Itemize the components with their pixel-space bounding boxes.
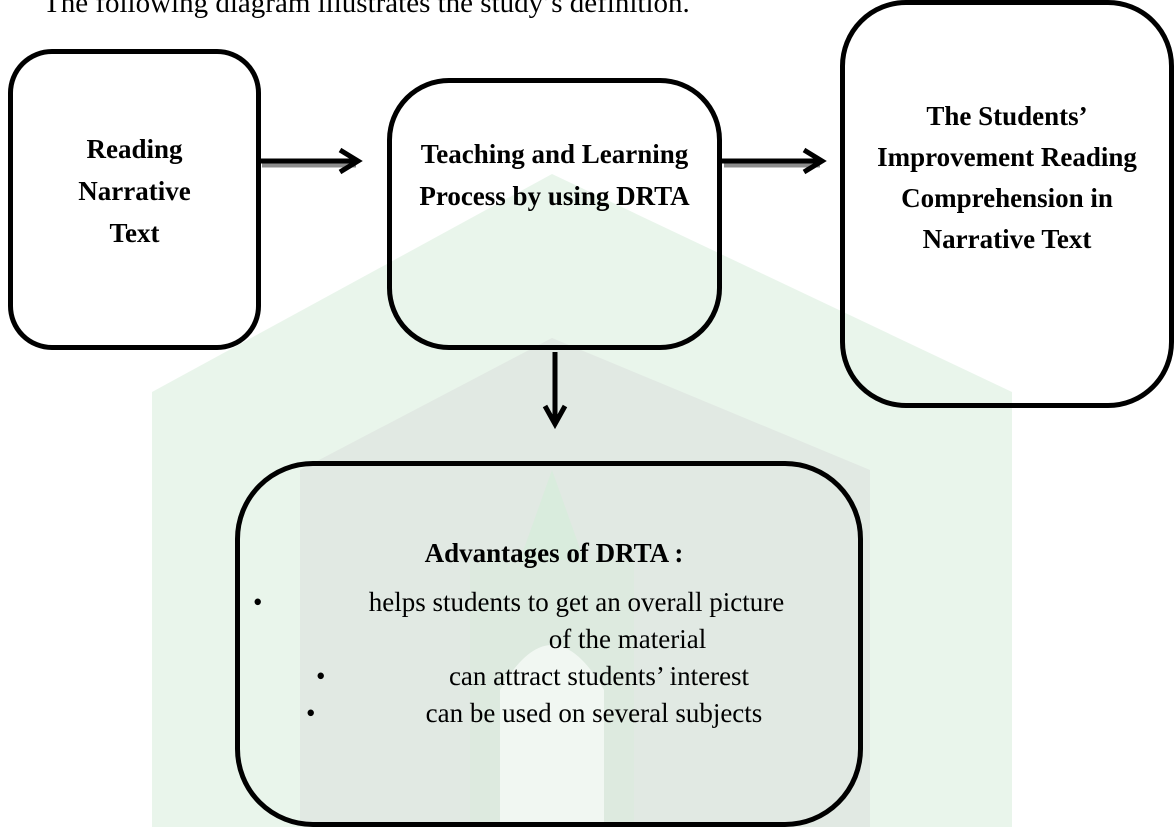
advantages-title: Advantages of DRTA : — [424, 538, 684, 568]
box-teaching-learning-process: Teaching and Learning Process by using D… — [387, 78, 722, 350]
advantage-item-text: can attract students’ interest — [448, 661, 750, 691]
advantage-item-text: helps students to get an overall picture — [368, 587, 785, 617]
box-reading-label: Reading Narrative Text — [78, 134, 191, 248]
watermark-arch — [500, 645, 604, 827]
arrow-process-to-result — [722, 147, 827, 175]
intro-text: The following diagram illustrates the st… — [43, 0, 690, 19]
box-reading-narrative-text: Reading Narrative Text — [8, 49, 261, 350]
arrow-process-to-advantages — [542, 352, 568, 430]
arrow-reading-to-process — [260, 147, 363, 175]
advantage-item-text-continued: of the material — [548, 624, 707, 654]
box-advantages-of-drta: Advantages of DRTA : • helps students to… — [235, 461, 863, 827]
advantages-list: • helps students to get an overall pictu… — [253, 584, 829, 732]
bullet-icon: • — [306, 698, 316, 728]
bullet-icon: • — [253, 587, 263, 617]
bullet-icon: • — [316, 661, 326, 691]
watermark-dome — [520, 470, 584, 560]
advantage-item: • can be used on several subjects — [269, 695, 829, 732]
advantage-item: • can attract students’ interest — [269, 658, 829, 695]
advantage-item-text: can be used on several subjects — [425, 698, 763, 728]
box-result-label: The Students’ Improvement Reading Compre… — [877, 101, 1137, 254]
box-process-label: Teaching and Learning Process by using D… — [419, 139, 690, 211]
box-students-improvement: The Students’ Improvement Reading Compre… — [840, 0, 1174, 408]
advantage-item: • helps students to get an overall pictu… — [253, 584, 829, 658]
